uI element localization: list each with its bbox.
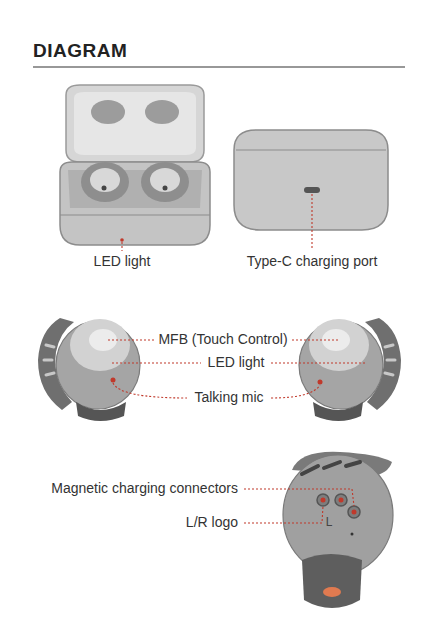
part-label: Magnetic charging connectors <box>51 480 238 497</box>
side-logo: L <box>326 515 333 529</box>
part-label: LED light <box>208 354 265 371</box>
part-label: Type-C charging port <box>247 253 378 270</box>
title-rule <box>33 66 405 67</box>
part-label: LED light <box>94 253 151 270</box>
left-earbud <box>38 318 140 421</box>
leader-lines <box>108 194 366 523</box>
open-charging-case <box>60 85 210 245</box>
closed-charging-case <box>234 130 388 230</box>
earbud-back-view <box>283 452 393 608</box>
part-label: L/R logo <box>186 514 238 531</box>
right-earbud <box>299 318 401 421</box>
part-label: MFB (Touch Control) <box>158 331 287 348</box>
part-label: Talking mic <box>194 389 263 406</box>
diagram-title: DIAGRAM <box>33 40 127 63</box>
